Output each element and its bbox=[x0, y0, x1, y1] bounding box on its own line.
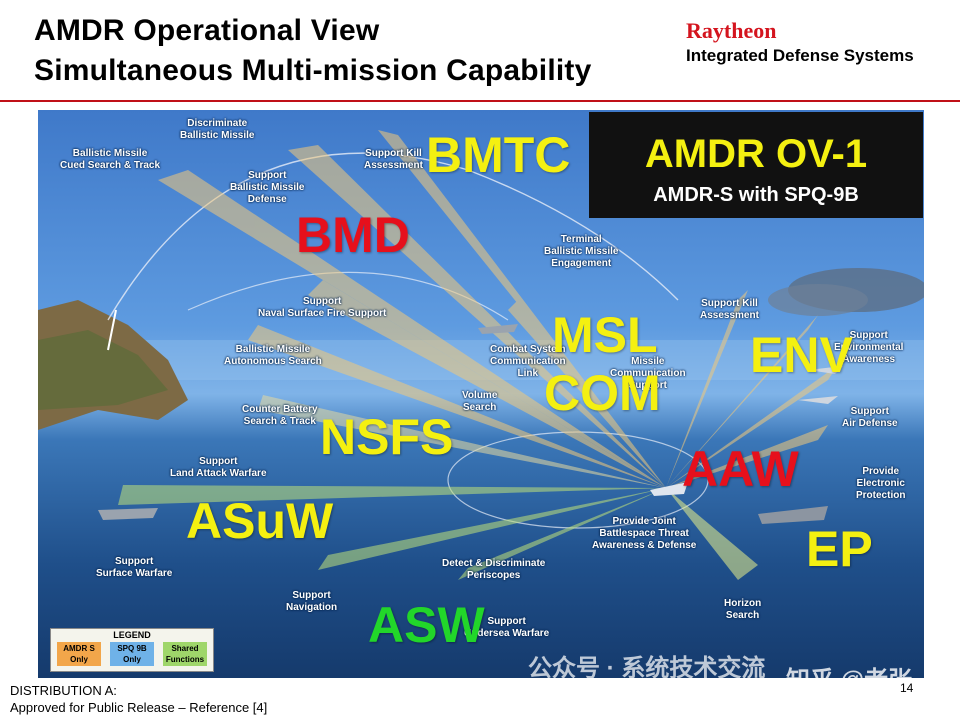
callout-support-air-defense: Support Air Defense bbox=[842, 406, 898, 429]
callout-counter-battery: Counter Battery Search & Track bbox=[242, 404, 318, 427]
mission-label-com: COM bbox=[544, 365, 661, 421]
slide-title-line2: Simultaneous Multi-mission Capability bbox=[34, 54, 592, 87]
mission-label-bmtc: BMTC bbox=[426, 127, 571, 183]
brand-name: Raytheon bbox=[686, 18, 777, 43]
surface-ship bbox=[98, 508, 158, 520]
volume-search-ring bbox=[447, 431, 709, 529]
legend: LEGEND AMDR S Only SPQ 9B Only Shared Fu… bbox=[50, 628, 214, 672]
legend-swatch-shared: Shared Functions bbox=[163, 642, 207, 666]
escort-ship bbox=[478, 324, 518, 334]
slide-title-line1: AMDR Operational View bbox=[34, 14, 380, 47]
mission-label-bmd: BMD bbox=[296, 207, 410, 263]
legend-title: LEGEND bbox=[113, 630, 151, 640]
callout-support-nsfs: Support Naval Surface Fire Support bbox=[258, 296, 387, 319]
legend-swatch-amdr-s: AMDR S Only bbox=[57, 642, 101, 666]
watermark-wechat: 公众号 · 系统技术交流 bbox=[528, 655, 766, 682]
missile-launch-trail bbox=[107, 309, 117, 351]
ov1-illustration: Discriminate Ballistic Missile Ballistic… bbox=[38, 110, 924, 678]
callout-detect-periscopes: Detect & Discriminate Periscopes bbox=[442, 558, 546, 581]
mission-label-env: ENV bbox=[750, 327, 853, 383]
watermark-zhihu: 知乎 @老张 bbox=[786, 667, 913, 694]
callout-support-kill-right: Support Kill Assessment bbox=[700, 298, 759, 321]
ov1-subtitle: AMDR-S with SPQ-9B bbox=[653, 184, 859, 206]
mission-label-aaw: AAW bbox=[682, 441, 799, 497]
legend-swatch-spq9b: SPQ 9B Only bbox=[110, 642, 154, 666]
mission-label-asuw: ASuW bbox=[186, 493, 334, 549]
header-divider bbox=[0, 100, 960, 102]
callout-support-land-attack: Support Land Attack Warfare bbox=[170, 456, 267, 479]
ov1-title: AMDR OV-1 bbox=[644, 132, 868, 176]
mission-label-msl: MSL bbox=[552, 307, 658, 363]
callout-support-bmd: Support Ballistic Missile Defense bbox=[230, 170, 305, 205]
radar-beams bbox=[118, 130, 838, 580]
callout-combat-system-link: Combat System Communication Link bbox=[490, 344, 566, 379]
aircraft bbox=[808, 366, 843, 374]
callout-discriminate-bm: Discriminate Ballistic Missile bbox=[180, 118, 255, 141]
callout-support-env: Support Environmental Awareness bbox=[834, 330, 904, 365]
callout-missile-comm: Missile Communication Support bbox=[610, 356, 686, 391]
ballistic-trajectory-arc bbox=[107, 152, 679, 321]
callout-horizon-search: Horizon Search bbox=[724, 598, 762, 621]
raytheon-logo: Raytheon Integrated Defense Systems bbox=[686, 18, 946, 78]
ov1-title-box: AMDR OV-1 AMDR-S with SPQ-9B bbox=[589, 112, 923, 218]
callout-support-surface: Support Surface Warfare bbox=[96, 556, 173, 579]
carrier-ship bbox=[758, 506, 828, 524]
callout-provide-ep: Provide Electronic Protection bbox=[856, 466, 906, 501]
callout-volume-search: Volume Search bbox=[462, 390, 498, 413]
callout-support-kill-top: Support Kill Assessment bbox=[364, 148, 423, 171]
callout-support-undersea: Support Undersea Warfare bbox=[464, 616, 550, 639]
brand-subtitle: Integrated Defense Systems bbox=[686, 46, 914, 65]
callout-support-navigation: Support Navigation bbox=[286, 590, 338, 613]
release-statement: Approved for Public Release – Reference … bbox=[10, 700, 268, 715]
callout-terminal-bm: Terminal Ballistic Missile Engagement bbox=[544, 234, 619, 269]
coastal-land-shade bbox=[38, 330, 168, 410]
mission-label-asw: ASW bbox=[368, 597, 485, 653]
mission-label-nsfs: NSFS bbox=[320, 409, 454, 465]
callout-provide-joint: Provide Joint Battlespace Threat Awarene… bbox=[592, 516, 697, 551]
callout-bm-autonomous: Ballistic Missile Autonomous Search bbox=[224, 344, 322, 367]
mission-label-ep: EP bbox=[806, 521, 873, 577]
aircraft bbox=[798, 396, 838, 404]
page-number: 14 bbox=[900, 681, 914, 695]
storm-cloud bbox=[768, 284, 868, 316]
amdr-ship bbox=[650, 482, 688, 496]
callout-bm-cued-search: Ballistic Missile Cued Search & Track bbox=[60, 148, 161, 171]
distribution-statement: DISTRIBUTION A: bbox=[10, 683, 117, 698]
scene-graphics bbox=[38, 130, 924, 580]
